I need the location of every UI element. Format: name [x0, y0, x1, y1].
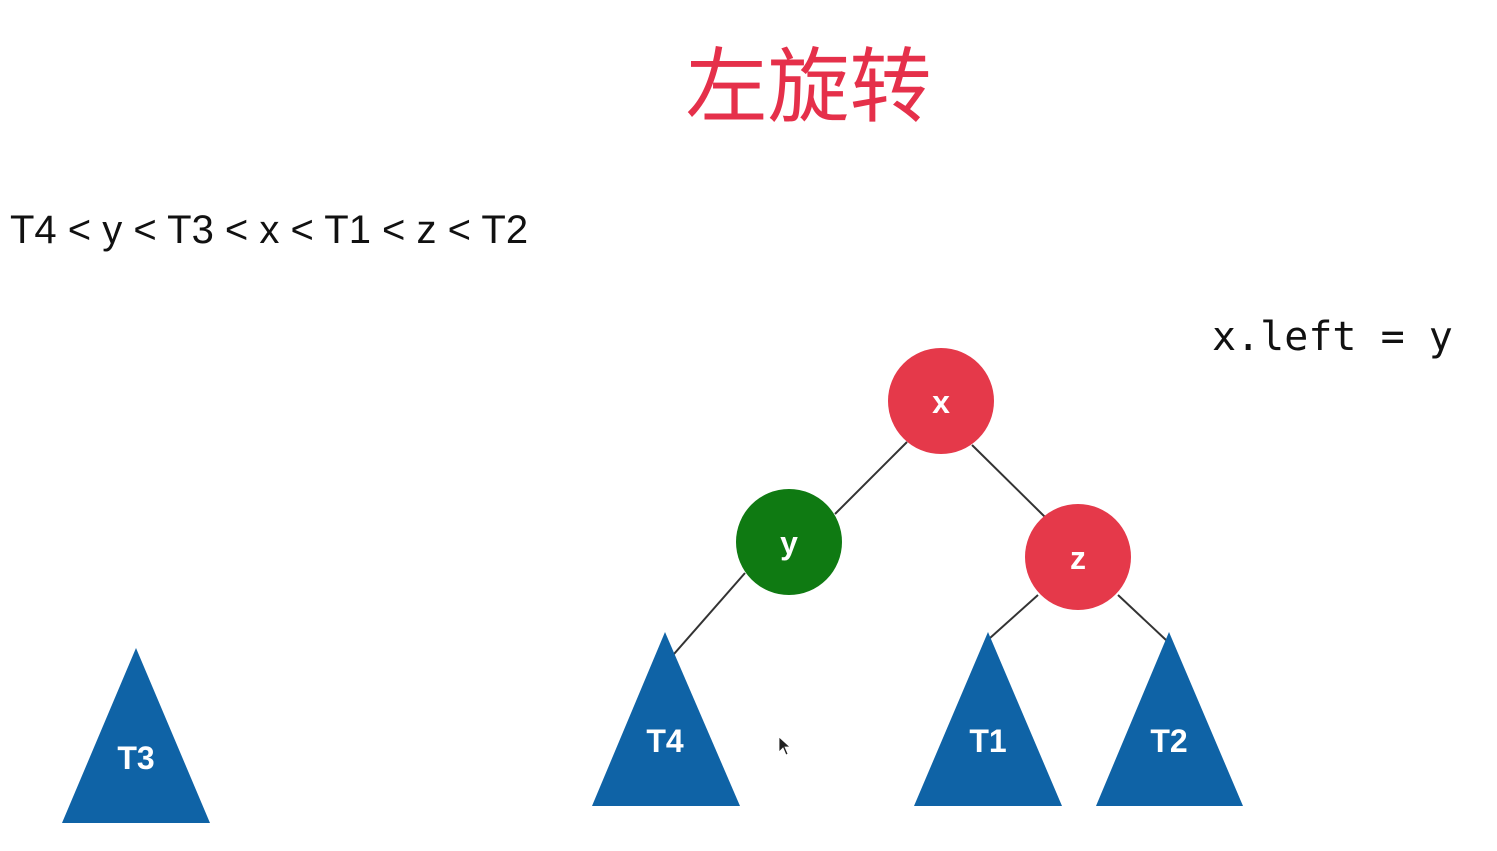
mouse-cursor-icon [778, 736, 792, 756]
subtree-label: T1 [969, 723, 1006, 759]
ordering-expression: T4 < y < T3 < x < T1 < z < T2 [10, 208, 529, 252]
subtree-t3: T3 [62, 648, 210, 823]
node-x: x [888, 348, 994, 454]
edge-x-z [971, 444, 1046, 518]
edges [673, 441, 1167, 655]
subtree-t4: T4 [592, 632, 740, 806]
edge-x-y [834, 441, 908, 515]
subtree-label: T2 [1150, 723, 1187, 759]
subtree-t2: T2 [1096, 632, 1243, 806]
subtree-label: T3 [117, 740, 154, 776]
code-statement: x.left = y [1212, 314, 1453, 360]
node-label: y [780, 525, 798, 561]
edge-z-t2 [1117, 594, 1167, 641]
node-label: z [1070, 540, 1086, 576]
edge-y-t4 [673, 572, 746, 655]
subtree-label: T4 [646, 723, 684, 759]
node-label: x [932, 384, 950, 420]
edge-z-t1 [989, 594, 1039, 639]
node-y: y [736, 489, 842, 595]
slide-title: 左旋转 [685, 40, 932, 135]
subtree-t1: T1 [914, 632, 1062, 806]
node-z: z [1025, 504, 1131, 610]
